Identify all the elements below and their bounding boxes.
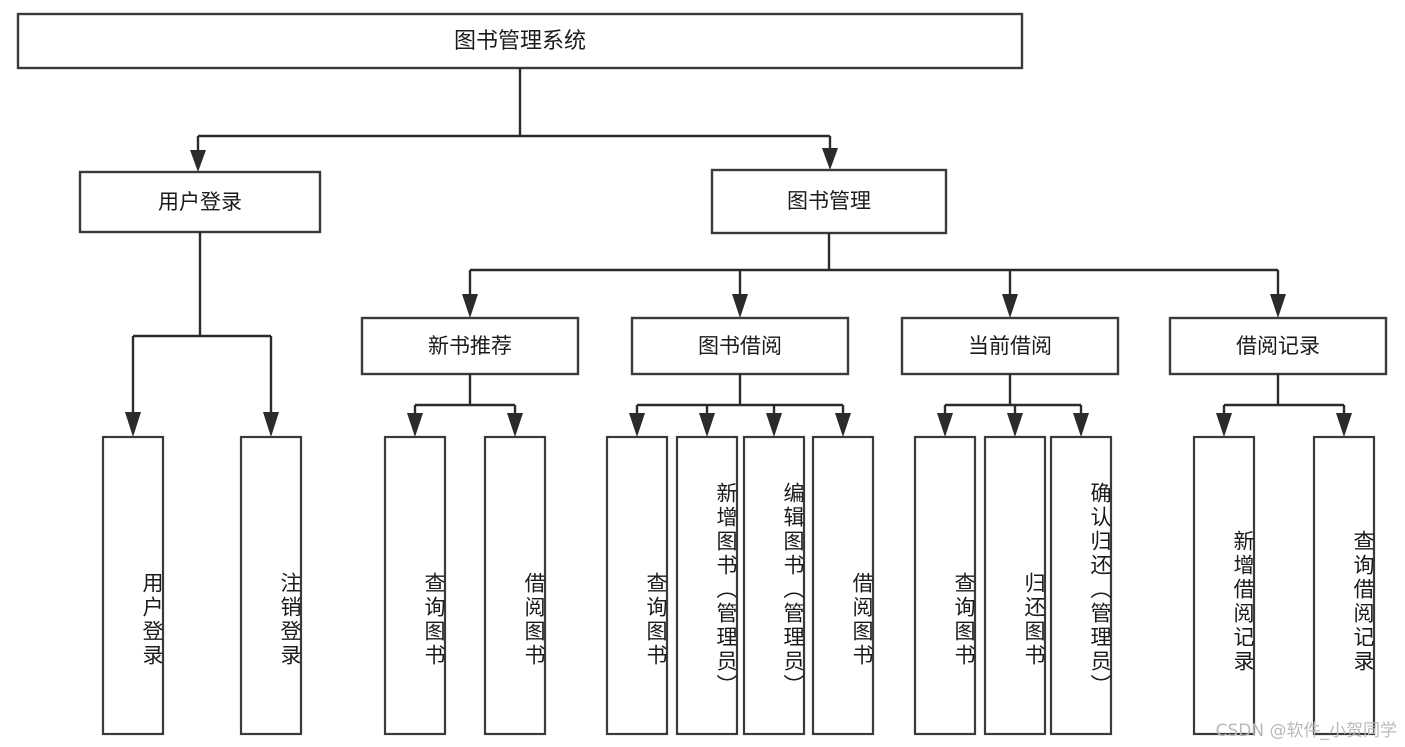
arrow-head-icon — [1002, 294, 1018, 318]
arrow-head-icon — [1216, 413, 1232, 437]
leaf-boxes — [101, 435, 1376, 736]
node-new-book-recommend-label: 新书推荐 — [428, 334, 512, 358]
connector-current-borrow-to-leaves — [937, 374, 1089, 437]
node-new-book-recommend-box — [360, 316, 580, 376]
node-user-login-box — [78, 170, 322, 234]
arrow-head-icon — [732, 294, 748, 318]
node-book-management-label: 图书管理 — [787, 189, 871, 213]
leaf-box-add-book-admin[interactable] — [675, 435, 739, 736]
csdn-watermark: CSDN @软件_小贺同学 — [1215, 721, 1397, 741]
node-book-management[interactable]: 图书管理 — [710, 168, 948, 235]
connector-book-management-to-level3 — [462, 233, 1286, 318]
leaf-box-logout[interactable] — [239, 435, 303, 736]
arrow-head-icon — [937, 413, 953, 437]
leaf-box-borrow-book-1[interactable] — [483, 435, 547, 736]
leaf-box-query-book-2[interactable] — [605, 435, 669, 736]
node-user-login[interactable]: 用户登录 — [78, 170, 322, 234]
arrow-head-icon — [699, 413, 715, 437]
node-new-book-recommend[interactable]: 新书推荐 — [360, 316, 580, 376]
node-root-box — [16, 12, 1024, 70]
node-book-borrow[interactable]: 图书借阅 — [630, 316, 850, 376]
arrow-head-icon — [125, 412, 141, 437]
leaf-box-edit-book-admin[interactable] — [742, 435, 806, 736]
leaf-box-user-login[interactable] — [101, 435, 165, 736]
arrow-head-icon — [507, 413, 523, 437]
arrow-head-icon — [1336, 413, 1352, 437]
arrow-head-icon — [190, 150, 206, 172]
leaf-box-query-book-3[interactable] — [913, 435, 977, 736]
arrow-head-icon — [1270, 294, 1286, 318]
arrow-head-icon — [629, 413, 645, 437]
arrow-head-icon — [1007, 413, 1023, 437]
node-root[interactable]: 图书管理系统 — [16, 12, 1024, 70]
leaf-box-confirm-return-admin[interactable] — [1049, 435, 1113, 736]
connector-book-borrow-to-leaves — [629, 374, 851, 437]
connector-borrow-record-to-leaves — [1216, 374, 1352, 437]
arrow-head-icon — [1073, 413, 1089, 437]
leaf-box-add-borrow-record[interactable] — [1192, 435, 1256, 736]
node-root-label: 图书管理系统 — [454, 29, 586, 54]
arrow-head-icon — [263, 412, 279, 437]
node-user-login-label: 用户登录 — [158, 190, 242, 214]
arrow-head-icon — [766, 413, 782, 437]
arrow-head-icon — [835, 413, 851, 437]
node-borrow-record-label: 借阅记录 — [1236, 334, 1320, 358]
leaf-box-return-book[interactable] — [983, 435, 1047, 736]
node-current-borrow-label: 当前借阅 — [968, 334, 1052, 358]
connector-root-to-level2 — [190, 68, 838, 172]
node-current-borrow-box — [900, 316, 1120, 376]
arrow-head-icon — [462, 294, 478, 318]
node-current-borrow[interactable]: 当前借阅 — [900, 316, 1120, 376]
node-book-borrow-label: 图书借阅 — [698, 334, 782, 358]
leaf-box-borrow-book-2[interactable] — [811, 435, 875, 736]
node-borrow-record[interactable]: 借阅记录 — [1168, 316, 1388, 376]
leaf-box-query-book-1[interactable] — [383, 435, 447, 736]
leaf-box-query-borrow-record[interactable] — [1312, 435, 1376, 736]
arrow-head-icon — [407, 413, 423, 437]
arrow-head-icon — [822, 148, 838, 170]
connector-new-book-recommend-to-leaves — [407, 374, 523, 437]
connector-user-login-to-leaves — [125, 232, 279, 437]
